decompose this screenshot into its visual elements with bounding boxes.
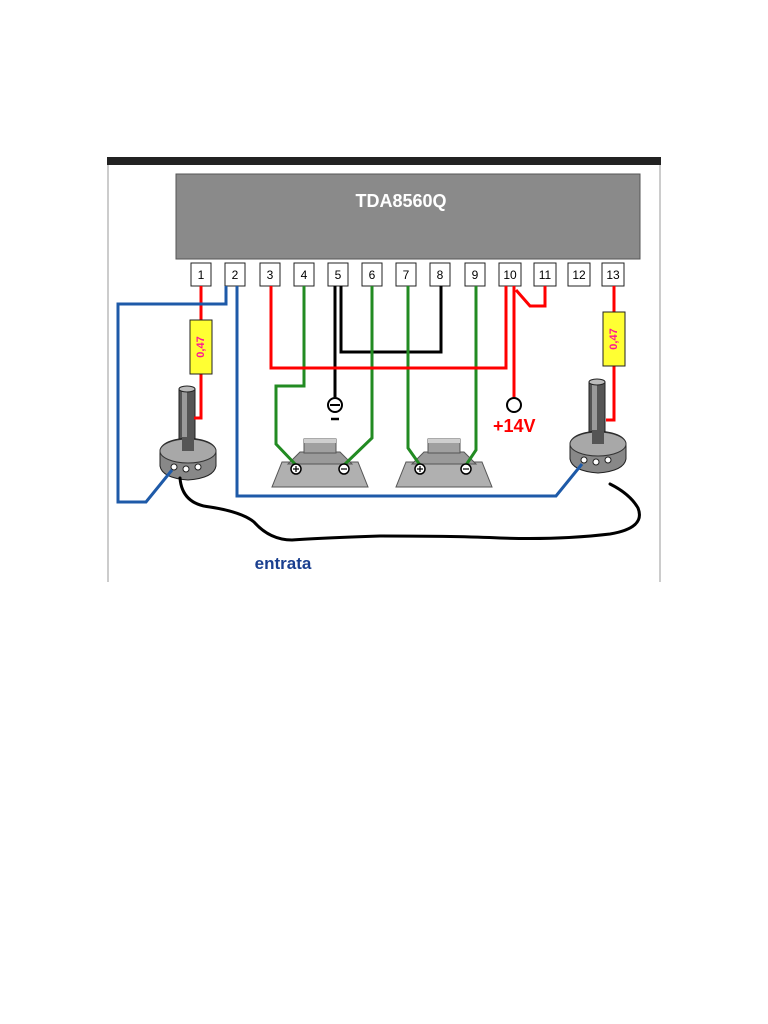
diagram-top-bar (107, 157, 661, 165)
speaker-wires (274, 286, 478, 467)
pin-label-6: 6 (369, 268, 376, 282)
ground-wire-pin5-b (339, 286, 443, 354)
signal-wire-pin13 (606, 286, 616, 422)
pin-box-10 (498, 262, 522, 287)
speaker-wire-pin7 (406, 286, 422, 466)
speaker-wire-pin6 (342, 286, 374, 467)
supply-wires (194, 286, 616, 422)
pin-box-5 (327, 262, 349, 287)
potentiometer-icon (159, 385, 217, 481)
ground-minus-icon (327, 397, 343, 421)
pin-label-1: 1 (198, 268, 205, 282)
supply-terminal-icon (506, 397, 522, 413)
pin-box-2 (224, 262, 246, 287)
blue-wire-right (235, 286, 584, 498)
pin-label-3: 3 (267, 268, 274, 282)
resistor-left: 0,47 (189, 319, 213, 375)
pin-box-7 (395, 262, 417, 287)
speaker-wire-pin9 (464, 286, 478, 466)
pin-label-2: 2 (232, 268, 239, 282)
pin-box-12 (567, 262, 591, 287)
potentiometer-icon (569, 378, 627, 474)
supply-wire-pin11 (514, 286, 547, 308)
resistor-right: 0,47 (602, 311, 626, 367)
pin-row: 1 2 3 4 5 6 7 8 9 10 11 12 13 (190, 262, 625, 287)
input-label: entrata (255, 554, 312, 573)
supply-wire-pin3 (269, 286, 508, 370)
pin-label-13: 13 (606, 268, 620, 282)
input-signal-wires (116, 286, 584, 504)
input-cable (178, 476, 641, 542)
pin-label-12: 12 (572, 268, 586, 282)
supply-voltage-label: +14V (493, 416, 536, 436)
pin-label-4: 4 (301, 268, 308, 282)
ground-wires (333, 286, 443, 397)
pin-label-7: 7 (403, 268, 410, 282)
speaker-icon (395, 438, 493, 488)
pin-label-5: 5 (335, 268, 342, 282)
resistor-value-right: 0,47 (608, 328, 620, 349)
pin-label-9: 9 (472, 268, 479, 282)
speaker-terminals (290, 463, 472, 475)
resistor-value-left: 0,47 (195, 336, 207, 357)
pin-label-11: 11 (539, 268, 552, 282)
blue-wire-left (116, 286, 228, 504)
pin-label-8: 8 (437, 268, 444, 282)
speaker-wire-pin4 (274, 286, 306, 467)
chip-title: TDA8560Q (355, 191, 446, 211)
pin-label-10: 10 (503, 268, 517, 282)
chip-body (175, 173, 641, 260)
speaker-icon (271, 438, 369, 488)
